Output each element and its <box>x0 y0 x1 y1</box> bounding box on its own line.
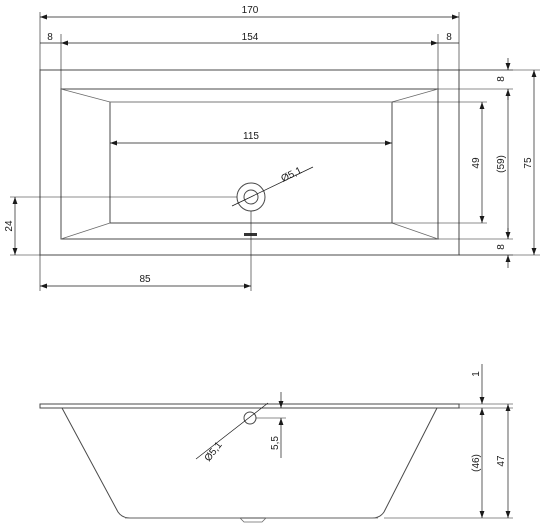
dim-overflow-offset: 5,5 <box>256 392 286 458</box>
dim-overflow-diameter: Ø5,1 <box>195 402 269 464</box>
dim-overall-width-label: 75 <box>523 157 534 169</box>
dim-drain-from-bottom: 24 <box>4 196 237 256</box>
overflow-plate <box>244 233 257 236</box>
dim-inner-depth-label: (46) <box>471 454 482 472</box>
tub-basin-outline <box>60 88 439 240</box>
tub-outer-outline <box>39 69 460 256</box>
dim-inner-length-label: 154 <box>242 32 259 43</box>
dim-drain-diameter-label: Ø5,1 <box>279 165 304 185</box>
dim-drain-from-left-label: 85 <box>139 274 151 285</box>
side-bottom-detail <box>125 517 378 523</box>
tub-bottom-outline <box>109 101 393 224</box>
top-view: 170 154 8 8 115 Ø5,1 85 <box>4 5 540 291</box>
dim-drain-from-bottom-label: 24 <box>4 220 15 232</box>
dim-overall-length: 170 <box>39 5 460 70</box>
dim-rim-right-label: 8 <box>446 32 452 43</box>
side-body-outline <box>61 407 438 519</box>
dim-drain-from-left: 85 <box>39 211 252 291</box>
dim-inner-width-label: (59) <box>496 155 507 173</box>
dim-rim-left-label: 8 <box>47 32 53 43</box>
dim-right-vertical: 8 49 (59) 75 8 <box>392 58 540 268</box>
dim-inner-length: 154 8 8 <box>40 32 459 89</box>
dim-rim-thickness-label: 1 <box>471 371 482 377</box>
dim-overflow-diameter-label: Ø5,1 <box>203 440 225 464</box>
dim-bottom-width-label: 49 <box>471 157 482 169</box>
dim-bottom-length-label: 115 <box>243 131 259 142</box>
basin-slope-lines <box>60 88 439 240</box>
dim-overall-length-label: 170 <box>242 5 259 16</box>
dim-side-vertical: 1 (46) 47 <box>384 364 513 519</box>
dim-bottom-length: 115 <box>110 131 392 146</box>
dim-drain-diameter: Ø5,1 <box>231 165 314 207</box>
side-rim <box>39 403 460 409</box>
dim-overflow-offset-label: 5,5 <box>270 436 281 450</box>
dim-rim-top-label: 8 <box>496 76 507 82</box>
side-view: Ø5,1 5,5 1 (46) 47 <box>39 364 513 523</box>
dim-overall-depth-label: 47 <box>496 455 507 467</box>
dim-rim-bottom-label: 8 <box>496 244 507 250</box>
